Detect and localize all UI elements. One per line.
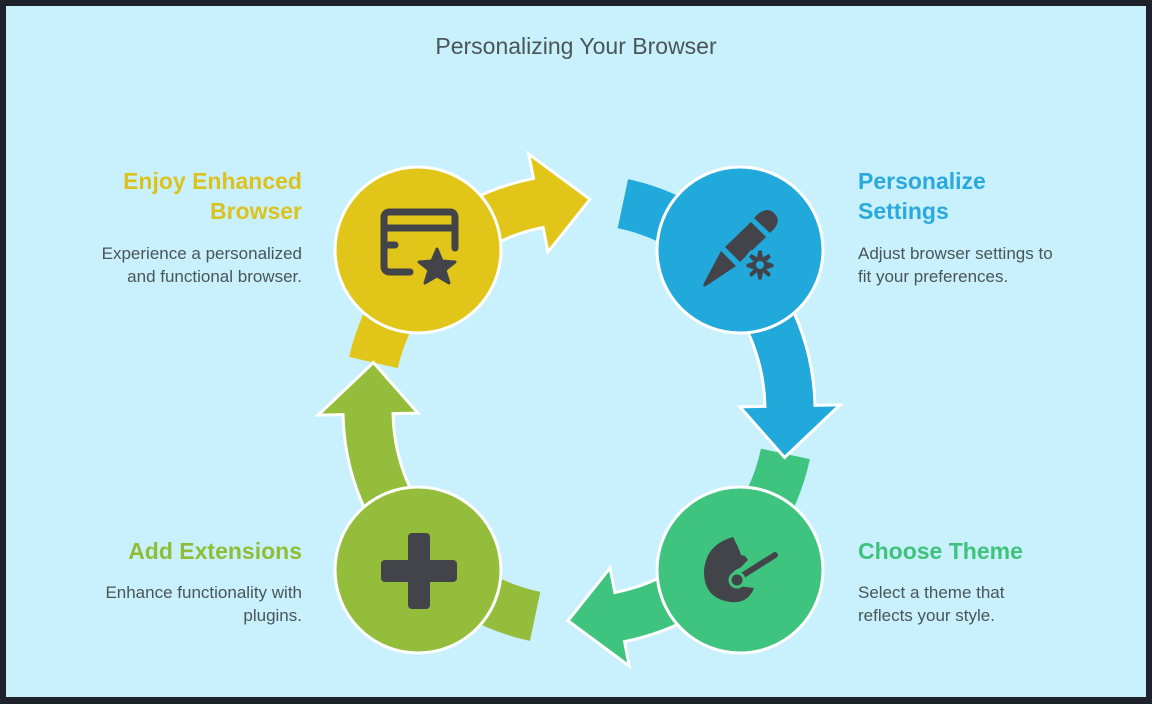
step-node-enjoy: [333, 165, 503, 335]
step-title-enjoy: Enjoy Enhanced Browser: [123, 166, 302, 226]
step-title-line: Settings: [858, 198, 949, 224]
step-title-line: Enjoy Enhanced: [123, 168, 302, 194]
diagram-canvas: [6, 6, 1146, 697]
step-desc-personalize: Adjust browser settings to fit your pref…: [858, 242, 1053, 288]
diagram-title: Personalizing Your Browser: [435, 33, 717, 59]
step-desc-enjoy: Experience a personalized and functional…: [102, 242, 302, 288]
step-title-personalize: Personalize Settings: [858, 166, 986, 226]
node-circle-enjoy: [333, 165, 503, 335]
step-title-line: Browser: [209, 198, 302, 224]
step-title-line: Add Extensions: [128, 538, 302, 564]
step-desc-line: and functional browser.: [127, 267, 302, 286]
step-node-extensions: [333, 485, 503, 655]
palette-brush-icon: [704, 537, 778, 603]
step-desc-line: Adjust browser settings to: [858, 244, 1053, 263]
step-desc-line: Select a theme that: [858, 583, 1005, 602]
plus-icon: [381, 533, 457, 609]
step-desc-line: plugins.: [243, 606, 302, 625]
browser-window-star-icon: [380, 208, 459, 285]
step-title-line: Choose Theme: [858, 538, 1023, 564]
step-title-theme: Choose Theme: [858, 536, 1023, 566]
step-desc-line: Enhance functionality with: [105, 583, 302, 602]
step-node-personalize: [655, 165, 825, 335]
node-circle-theme: [655, 485, 825, 655]
step-desc-line: reflects your style.: [858, 606, 995, 625]
step-desc-line: fit your preferences.: [858, 267, 1009, 286]
step-title-extensions: Add Extensions: [128, 536, 302, 566]
step-node-theme: [655, 485, 825, 655]
pencil-gear-icon: [703, 210, 778, 287]
step-desc-theme: Select a theme that reflects your style.: [858, 581, 1004, 627]
step-desc-line: Experience a personalized: [101, 244, 302, 263]
step-title-line: Personalize: [858, 168, 986, 194]
step-desc-extensions: Enhance functionality with plugins.: [105, 581, 302, 627]
